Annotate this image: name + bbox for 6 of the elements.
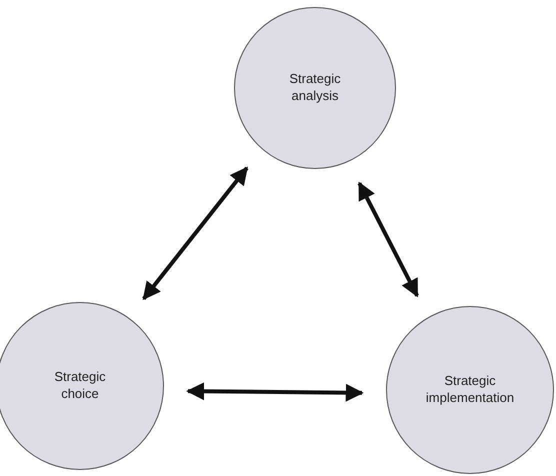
double-arrow: [358, 182, 419, 298]
double-arrow: [186, 382, 364, 402]
node-label: Strategic analysis: [289, 71, 341, 105]
node-label: Strategic choice: [54, 369, 106, 403]
double-arrow: [142, 166, 248, 300]
node-label: Strategic implementation: [426, 373, 514, 407]
